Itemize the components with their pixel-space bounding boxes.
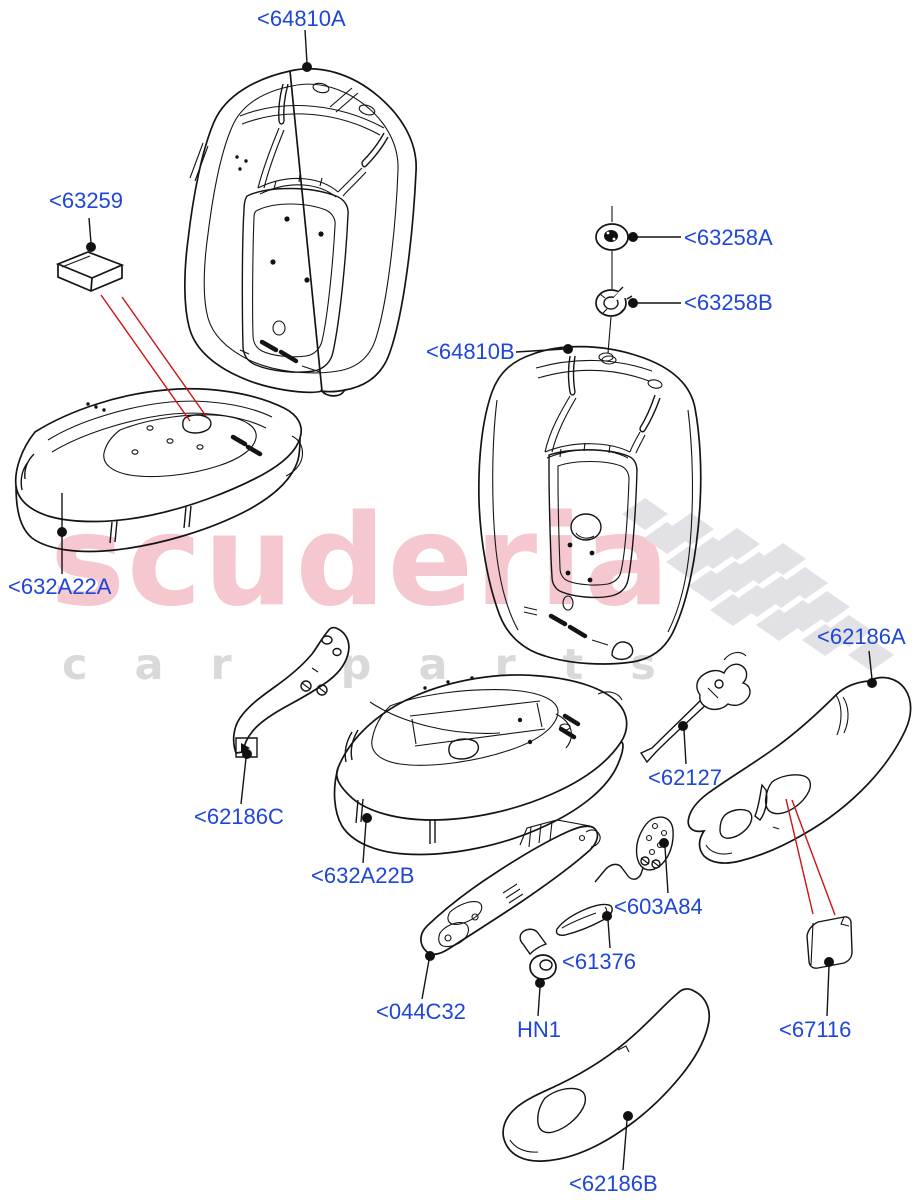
part-label-044C32[interactable]: <044C32 — [376, 999, 466, 1024]
part-label-HN1[interactable]: HN1 — [517, 1017, 562, 1042]
part-HN1-drawing — [519, 928, 557, 980]
part-label-63259[interactable]: <63259 — [49, 188, 124, 213]
part-label-632A22A[interactable]: <632A22A — [8, 574, 112, 599]
part-label-61376[interactable]: <61376 — [562, 949, 637, 974]
part-603A84-drawing — [635, 816, 674, 871]
leader-lines — [61, 29, 873, 1171]
red-pointer-lines — [100, 294, 836, 916]
part-632A22B-drawing — [333, 674, 628, 856]
part-632A22A-drawing — [14, 387, 304, 553]
part-62186B-drawing — [502, 988, 711, 1162]
part-63258A-drawing — [595, 206, 629, 251]
part-62186C-drawing — [232, 626, 350, 758]
part-label-64810A[interactable]: <64810A — [257, 6, 346, 31]
part-63259-drawing — [55, 251, 125, 292]
part-label-63258B[interactable]: <63258B — [684, 290, 773, 315]
part-62186A-drawing — [687, 676, 912, 864]
part-044C32-drawing — [420, 819, 646, 956]
part-64810A-drawing — [184, 67, 417, 397]
part-label-62127[interactable]: <62127 — [648, 765, 723, 790]
leader-dots — [57, 62, 877, 1121]
part-67116-drawing — [806, 916, 853, 969]
part-64810B-drawing — [478, 345, 702, 665]
part-label-64810B[interactable]: <64810B — [426, 339, 515, 364]
part-label-62186A[interactable]: <62186A — [817, 624, 906, 649]
part-61376-drawing — [555, 903, 613, 936]
part-label-603A84[interactable]: <603A84 — [614, 894, 703, 919]
part-62127-drawing — [639, 651, 751, 764]
watermark-brand: scuderia — [50, 487, 672, 634]
part-label-62186C[interactable]: <62186C — [194, 804, 284, 829]
part-label-67116[interactable]: <67116 — [779, 1017, 852, 1042]
part-63258B-drawing — [595, 251, 633, 362]
part-label-632A22B[interactable]: <632A22B — [311, 863, 415, 888]
part-label-62186B[interactable]: <62186B — [569, 1171, 658, 1196]
part-label-63258A[interactable]: <63258A — [684, 225, 773, 250]
